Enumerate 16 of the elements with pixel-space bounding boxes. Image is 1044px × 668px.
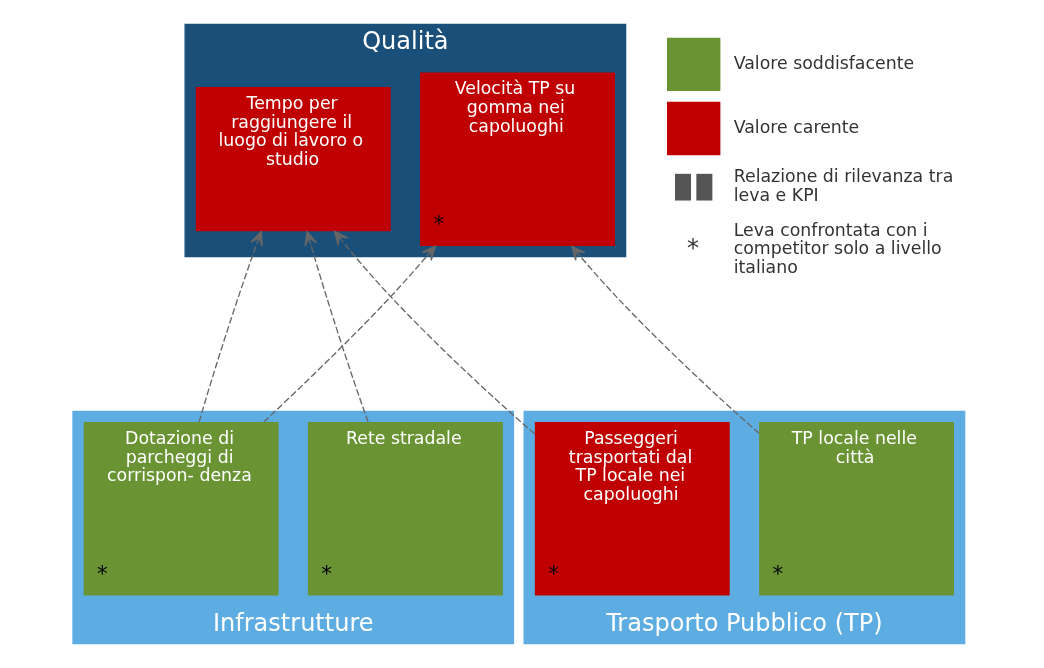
node-box: Rete stradale * [307, 422, 503, 596]
legend-label: Valore carente [733, 116, 859, 137]
label: * [686, 233, 699, 262]
arrow [198, 230, 263, 423]
arrow [262, 245, 436, 423]
node-box: Dotazione di parcheggi di corrispon- denza * [83, 422, 279, 596]
arrow [333, 230, 535, 435]
node-box: Passeggeri trasportati dal TP locale nei capoluoghi * [534, 422, 730, 596]
node-box: TP locale nelle città * [758, 422, 954, 596]
arrow [303, 230, 369, 423]
arrow [570, 245, 760, 434]
legend-label: Valore soddisfacente [733, 52, 914, 73]
node-box: Velocità TP su gomma nei capoluoghi * [419, 72, 615, 246]
node-box: Tempo per raggiungere il luogo di lavoro o studio [195, 87, 391, 232]
legend-label: Relazione di rilevanza tra leva e KPI [733, 166, 953, 206]
legend-label: Leva confrontata con i competitor solo a livello italiano [733, 219, 942, 278]
